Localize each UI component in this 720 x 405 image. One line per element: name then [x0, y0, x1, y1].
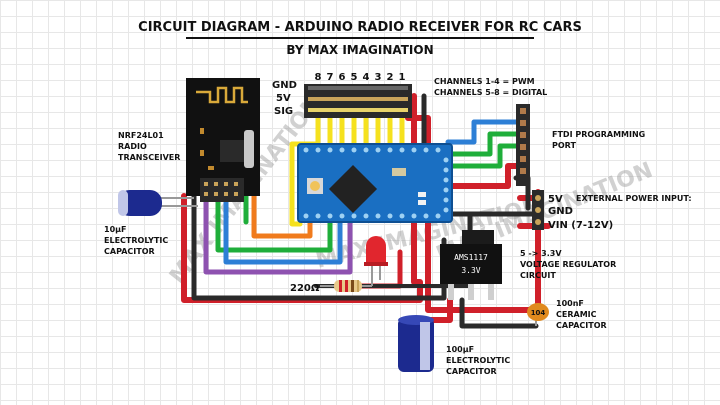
resistor-label: 220Ω [290, 283, 320, 294]
crystal [392, 168, 406, 176]
arduino-side-pins [443, 157, 449, 213]
capacitor-100uf [398, 315, 434, 372]
title-underline [186, 37, 534, 39]
smd-part-2 [418, 200, 426, 205]
smd-part-1 [418, 192, 426, 197]
power-pin-gnd: GND [548, 206, 573, 217]
power-pin-vin: VIN (7-12V) [548, 220, 613, 231]
wire-green-ftdi [445, 131, 523, 157]
radio-pads [200, 128, 214, 170]
servo-header: GND 5V SIG 8 7 6 5 4 3 2 1 CHANNELS 1-4 … [272, 72, 547, 118]
wire-blue-radio [223, 193, 343, 265]
regulator-tab [462, 230, 494, 244]
capacitor-10uf-label-3: CAPACITOR [104, 247, 155, 256]
servo-header-pins [308, 86, 408, 112]
regulator-label-2: VOLTAGE REGULATOR [520, 260, 616, 269]
regulator-label-1: 5 -> 3.3V [520, 249, 562, 258]
led-dome [366, 236, 386, 256]
arduino-bottom-pins [303, 213, 441, 219]
wire-green-ftdi-2 [445, 143, 523, 169]
wire-yellow-sig-1 [289, 93, 321, 227]
header-label-sig: SIG [274, 106, 293, 117]
radio-header-pins [204, 182, 238, 196]
ceramic-body [527, 303, 549, 321]
capacitor-100uf-label-3: CAPACITOR [446, 367, 497, 376]
channels-note-pwm: CHANNELS 1-4 = PWM [434, 77, 535, 86]
capacitor-10uf-label-2: ELECTROLYTIC [104, 236, 168, 245]
channel-number-5: 5 [351, 72, 358, 83]
capacitor-100nf: 104 [527, 303, 549, 326]
red-led [364, 236, 388, 286]
channel-number-6: 6 [339, 72, 346, 83]
ftdi-pins [520, 108, 526, 174]
capacitor-100nf-label-1: 100nF [556, 299, 584, 308]
ftdi-label-1: FTDI PROGRAMMING [552, 130, 645, 139]
capacitor-100nf-label-3: CAPACITOR [556, 321, 607, 330]
wire-blue-ftdi [445, 119, 523, 145]
header-label-gnd: GND [272, 80, 297, 91]
ftdi-label-2: PORT [552, 141, 576, 150]
radio-label-line-1: NRF24L01 [118, 131, 164, 140]
capacitor-100uf-label-2: ELECTROLYTIC [446, 356, 510, 365]
wire-green-radio [215, 193, 333, 253]
wire-gnd-100nf [459, 297, 539, 329]
voltage-regulator: AMS1117 3.3V [440, 230, 502, 300]
capacitor-10uf-body [118, 190, 162, 216]
radio-label-line-2: RADIO [118, 142, 147, 151]
regulator-chip-line-1: AMS1117 [454, 253, 488, 262]
capacitor-10uf-stripe [118, 190, 128, 216]
capacitor-100uf-stripe [420, 322, 430, 370]
title-line-1: CIRCUIT DIAGRAM - ARDUINO RADIO RECEIVER… [138, 20, 582, 35]
arduino-board [297, 143, 453, 223]
power-input-title: EXTERNAL POWER INPUT: [576, 194, 692, 203]
atmega-chip [328, 164, 378, 214]
ftdi-header [516, 104, 530, 186]
channel-number-2: 2 [387, 72, 394, 83]
channels-note-digital: CHANNELS 5-8 = DIGITAL [434, 88, 547, 97]
title-line-2: BY MAX IMAGINATION [286, 43, 433, 57]
capacitor-10uf [118, 190, 198, 216]
wire-purple-radio [203, 193, 353, 275]
channel-number-3: 3 [375, 72, 382, 83]
ceramic-marking: 104 [531, 309, 546, 317]
channel-number-8: 8 [315, 72, 322, 83]
nrf24l01-module [186, 78, 260, 202]
wire-red-main [181, 93, 423, 303]
regulator-chip-line-2: 3.3V [461, 266, 480, 275]
capacitor-100nf-label-2: CERAMIC [556, 310, 597, 319]
regulator-body [440, 244, 502, 284]
channel-number-1: 1 [399, 72, 406, 83]
regulator-label-3: CIRCUIT [520, 271, 556, 280]
radio-chip [220, 140, 244, 162]
radio-label-line-3: TRANSCEIVER [118, 153, 180, 162]
power-pin-5v: 5V [548, 194, 563, 205]
channel-number-4: 4 [363, 72, 370, 83]
arduino-pro-mini [297, 143, 453, 223]
power-input-header [532, 190, 544, 230]
antenna-trace [196, 86, 248, 104]
arduino-top-pins [303, 147, 441, 153]
reset-button-cap [310, 181, 320, 191]
resistor-220 [320, 280, 372, 292]
radio-pin-header [200, 178, 244, 202]
capacitor-10uf-label-1: 10µF [104, 225, 126, 234]
radio-crystal [244, 130, 254, 168]
header-label-5v: 5V [276, 93, 291, 104]
channel-number-7: 7 [327, 72, 334, 83]
capacitor-100uf-label-1: 100µF [446, 345, 474, 354]
regulator-legs [448, 284, 494, 300]
